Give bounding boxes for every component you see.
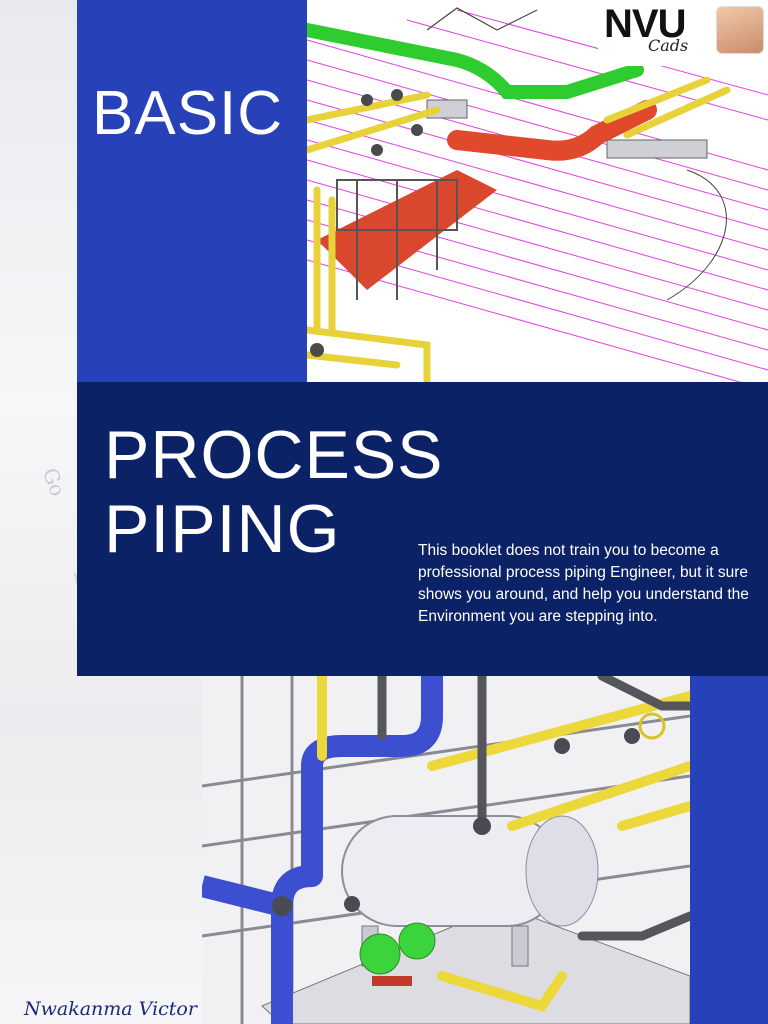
author-avatar [716, 6, 764, 54]
background-scribble: Go [37, 464, 71, 500]
bottom-piping-image [202, 676, 690, 1024]
title-process: PROCESS [104, 417, 444, 493]
author-signature: Nwakanma Victor [24, 998, 197, 1020]
nvu-cads-logo: NVU Cads [598, 0, 768, 66]
top-blue-panel [77, 0, 307, 382]
cover-blurb: This booklet does not train you to becom… [418, 542, 749, 625]
title-process-piping: PROCESS PIPING [104, 418, 444, 566]
logo-text: NVU [604, 2, 686, 46]
title-basic: BASIC [92, 79, 284, 148]
title-piping: PIPING [104, 491, 341, 567]
bottom-right-blue-panel [690, 676, 768, 1024]
logo-subtext: Cads [648, 36, 689, 55]
title-navy-band [77, 382, 768, 676]
